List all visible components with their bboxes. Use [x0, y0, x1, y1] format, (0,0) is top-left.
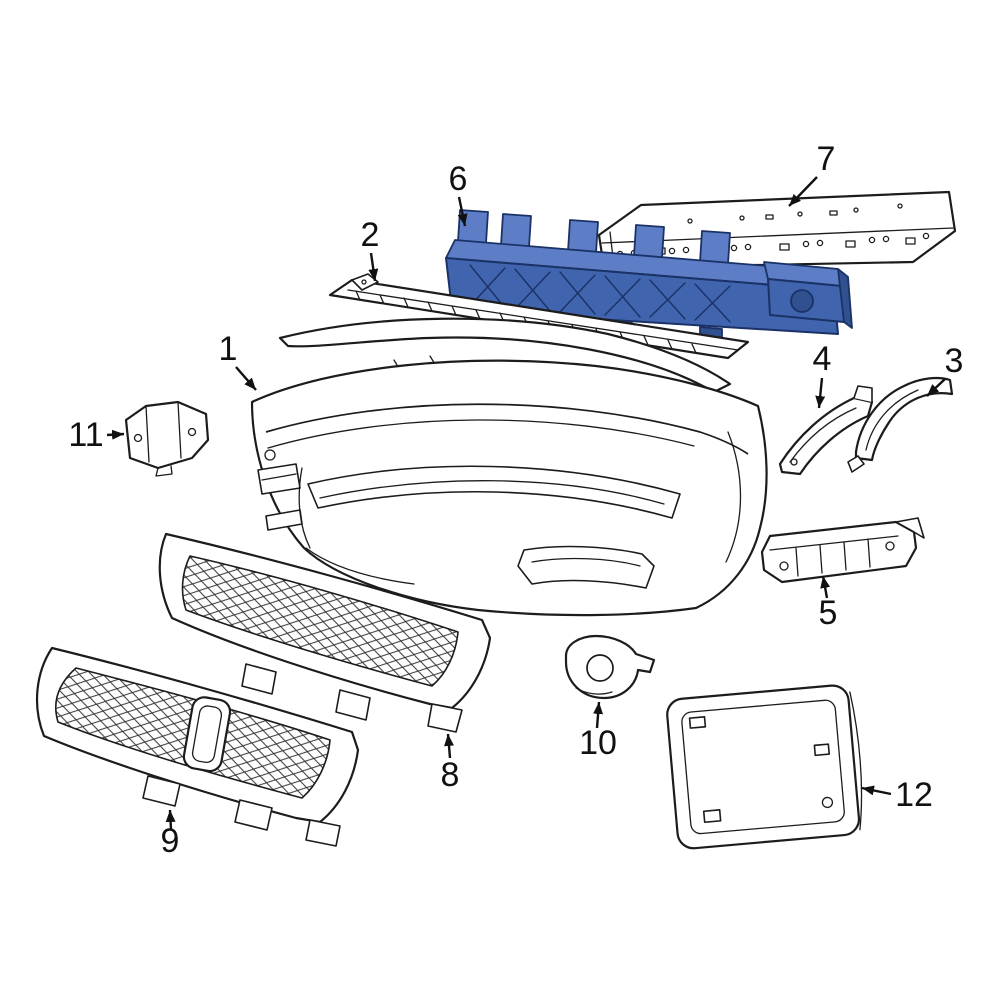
callout-number-6: 6 — [449, 160, 468, 198]
part-9-lower-grille — [35, 646, 360, 847]
fog-lamp-hole — [586, 654, 614, 682]
part-3-side-bracket-outer — [847, 376, 954, 473]
callout-arrow-7 — [788, 176, 818, 207]
callout-number-2: 2 — [361, 216, 380, 254]
grille-tab — [305, 819, 341, 847]
callout-number-9: 9 — [161, 822, 180, 860]
grille-tab — [427, 703, 463, 733]
callout-number-12: 12 — [895, 776, 933, 814]
bumper-lower-intake — [517, 545, 655, 589]
grille-tab — [234, 799, 273, 831]
grille-tab — [241, 663, 277, 695]
callout-arrow-12 — [861, 785, 892, 796]
absorber-tab — [699, 230, 731, 265]
absorber-tab — [633, 224, 665, 259]
callout-number-5: 5 — [819, 594, 838, 632]
grille-tab — [142, 775, 181, 807]
callout-arrow-3 — [926, 378, 946, 397]
callout-arrow-6 — [457, 196, 468, 227]
callout-arrow-10 — [593, 701, 604, 729]
plate-slot — [688, 716, 707, 729]
part-1-front-bumper-cover — [250, 317, 768, 617]
part-11-mounting-bracket-left — [124, 400, 210, 477]
lower-grille-center-slot — [182, 696, 232, 773]
callout-number-7: 7 — [817, 140, 836, 178]
plate-slot — [813, 743, 831, 757]
part-5-lower-support-bracket — [760, 517, 925, 584]
callout-number-4: 4 — [813, 340, 832, 378]
grille-tab — [335, 689, 371, 721]
upper-grille-mesh — [181, 555, 459, 687]
part-10-fog-lamp-bezel — [564, 634, 656, 700]
callout-arrow-1 — [235, 366, 257, 391]
plate-slot — [702, 809, 722, 824]
part-8-upper-grille — [158, 532, 492, 733]
part-6-impact-absorber-highlighted — [445, 209, 853, 341]
part-12-license-plate-bracket — [666, 684, 863, 850]
absorber-tab — [500, 213, 532, 248]
callout-arrow-5 — [820, 575, 831, 599]
bumper-grille-slot — [307, 465, 681, 519]
absorber-recess-hole — [790, 289, 814, 313]
callout-number-10: 10 — [579, 724, 617, 762]
callout-arrow-9 — [165, 809, 176, 831]
callout-arrow-4 — [815, 377, 826, 409]
part-4-side-bracket-inner — [778, 385, 874, 476]
callout-number-11: 11 — [68, 416, 103, 454]
callout-number-1: 1 — [219, 330, 238, 368]
absorber-tab — [567, 219, 599, 254]
callout-number-8: 8 — [441, 756, 460, 794]
bumper-hood-band — [278, 317, 732, 394]
callout-arrow-11 — [106, 429, 125, 440]
callout-arrow-2 — [368, 252, 379, 282]
callout-number-3: 3 — [945, 342, 964, 380]
callout-arrow-8 — [444, 733, 454, 759]
